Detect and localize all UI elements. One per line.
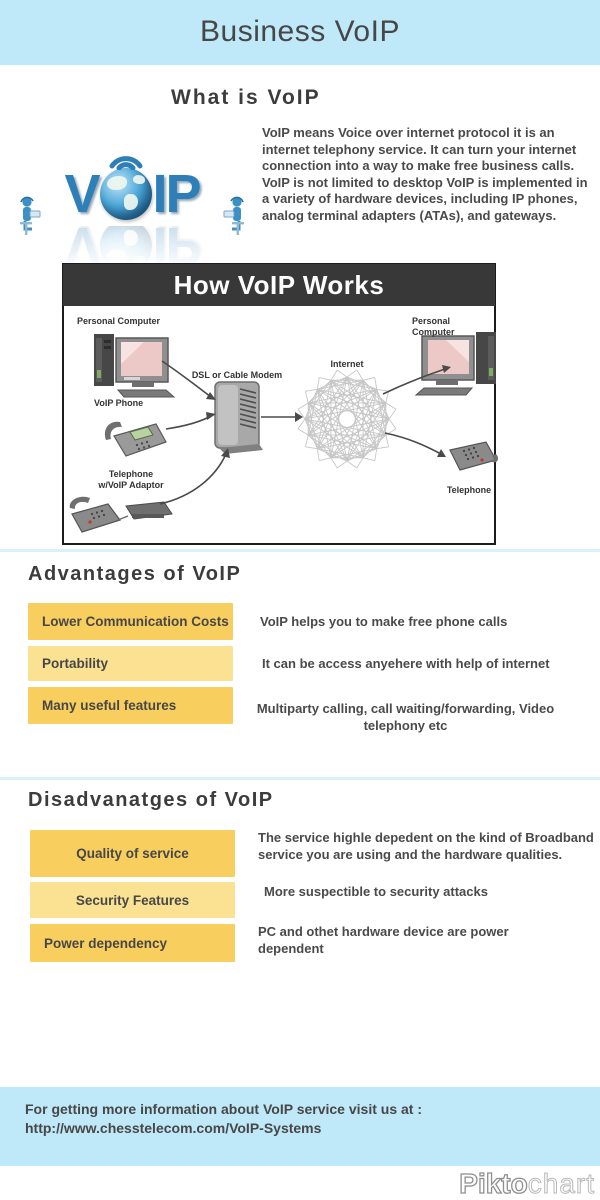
footer-url: http://www.chesstelecom.com/VoIP-Systems xyxy=(25,1120,322,1136)
label-pc-left: Personal Computer xyxy=(77,316,161,326)
disadvantage-item-desc: PC and othet hardware device are power d… xyxy=(258,924,509,956)
label-modem: DSL or Cable Modem xyxy=(191,370,283,380)
advantages-heading: Advantages of VoIP xyxy=(28,563,242,585)
internet-mesh-illustration xyxy=(297,369,397,469)
globe-icon xyxy=(99,156,152,220)
wifi-signal-icon xyxy=(104,144,148,175)
what-is-voip-heading: What is VoIP xyxy=(171,86,321,109)
diagram-body: Personal Computer Personal Computer DSL … xyxy=(64,306,498,542)
disadvantage-item-label: Security Features xyxy=(30,882,235,918)
section-divider xyxy=(0,777,600,780)
footer-text: For getting more information about VoIP … xyxy=(25,1100,422,1138)
advantage-item-label: Lower Communication Costs xyxy=(28,603,233,640)
voip-logo: V IP xyxy=(6,130,258,276)
globe-continent xyxy=(123,194,138,210)
footer-line1: For getting more information about VoIP … xyxy=(25,1101,422,1117)
voip-intro-paragraph: VoIP means Voice over internet protocol … xyxy=(262,125,588,223)
arrowheads xyxy=(206,365,451,458)
label-voip-phone: VoIP Phone xyxy=(94,398,144,408)
label-pc-right: Personal Computer xyxy=(412,316,455,337)
disadvantage-item-label: Quality of service xyxy=(30,830,235,877)
voip-phone-illustration xyxy=(104,421,167,457)
advantage-item-label: Many useful features xyxy=(28,687,233,724)
how-voip-works-diagram: How VoIP Works xyxy=(62,263,498,545)
watermark-light-part: chart xyxy=(527,1168,595,1200)
person-with-laptop-icon xyxy=(222,196,248,241)
person-with-laptop-icon xyxy=(16,196,42,241)
globe-continent xyxy=(106,176,127,190)
disadvantage-item-desc: The service highle depedent on the kind … xyxy=(258,830,594,862)
modem-illustration xyxy=(214,381,263,454)
advantage-item-label: Portability xyxy=(28,646,233,681)
header-band: Business VoIP xyxy=(0,0,600,65)
telephone-right-illustration xyxy=(449,441,498,471)
label-adaptor-phone: Telephone w/VoIP Adaptor xyxy=(98,469,164,490)
disadvantage-item-desc: More suspectible to security attacks xyxy=(264,884,488,899)
page-title: Business VoIP xyxy=(200,15,400,48)
adaptor-phone-illustration xyxy=(69,496,173,533)
globe-continent xyxy=(132,175,145,184)
advantage-item-desc: VoIP helps you to make free phone calls xyxy=(260,614,508,629)
connection-arrows xyxy=(159,360,446,505)
diagram-header-bar: How VoIP Works xyxy=(63,264,495,306)
logo-letter-v: V xyxy=(64,164,100,224)
piktochart-watermark[interactable]: Piktochart xyxy=(459,1167,595,1200)
advantage-item-desc: Multiparty calling, call waiting/forward… xyxy=(256,701,555,733)
voip-logo-row: V IP xyxy=(6,156,258,235)
pc-left-illustration xyxy=(94,334,176,398)
logo-letters-ip: IP xyxy=(152,164,202,224)
advantage-item-desc: It can be access anyehere with help of i… xyxy=(262,656,550,671)
section-divider xyxy=(0,549,600,552)
diagram-title: How VoIP Works xyxy=(173,269,385,300)
label-telephone-right: Telephone xyxy=(446,485,492,495)
footer-band xyxy=(0,1087,600,1166)
disadvantages-heading: Disadvanatges of VoIP xyxy=(28,789,274,811)
watermark-bold-part: Pikto xyxy=(459,1167,529,1199)
label-internet: Internet xyxy=(330,359,364,369)
pc-right-illustration xyxy=(414,332,496,396)
disadvantage-item-label: Power dependency xyxy=(30,924,235,962)
